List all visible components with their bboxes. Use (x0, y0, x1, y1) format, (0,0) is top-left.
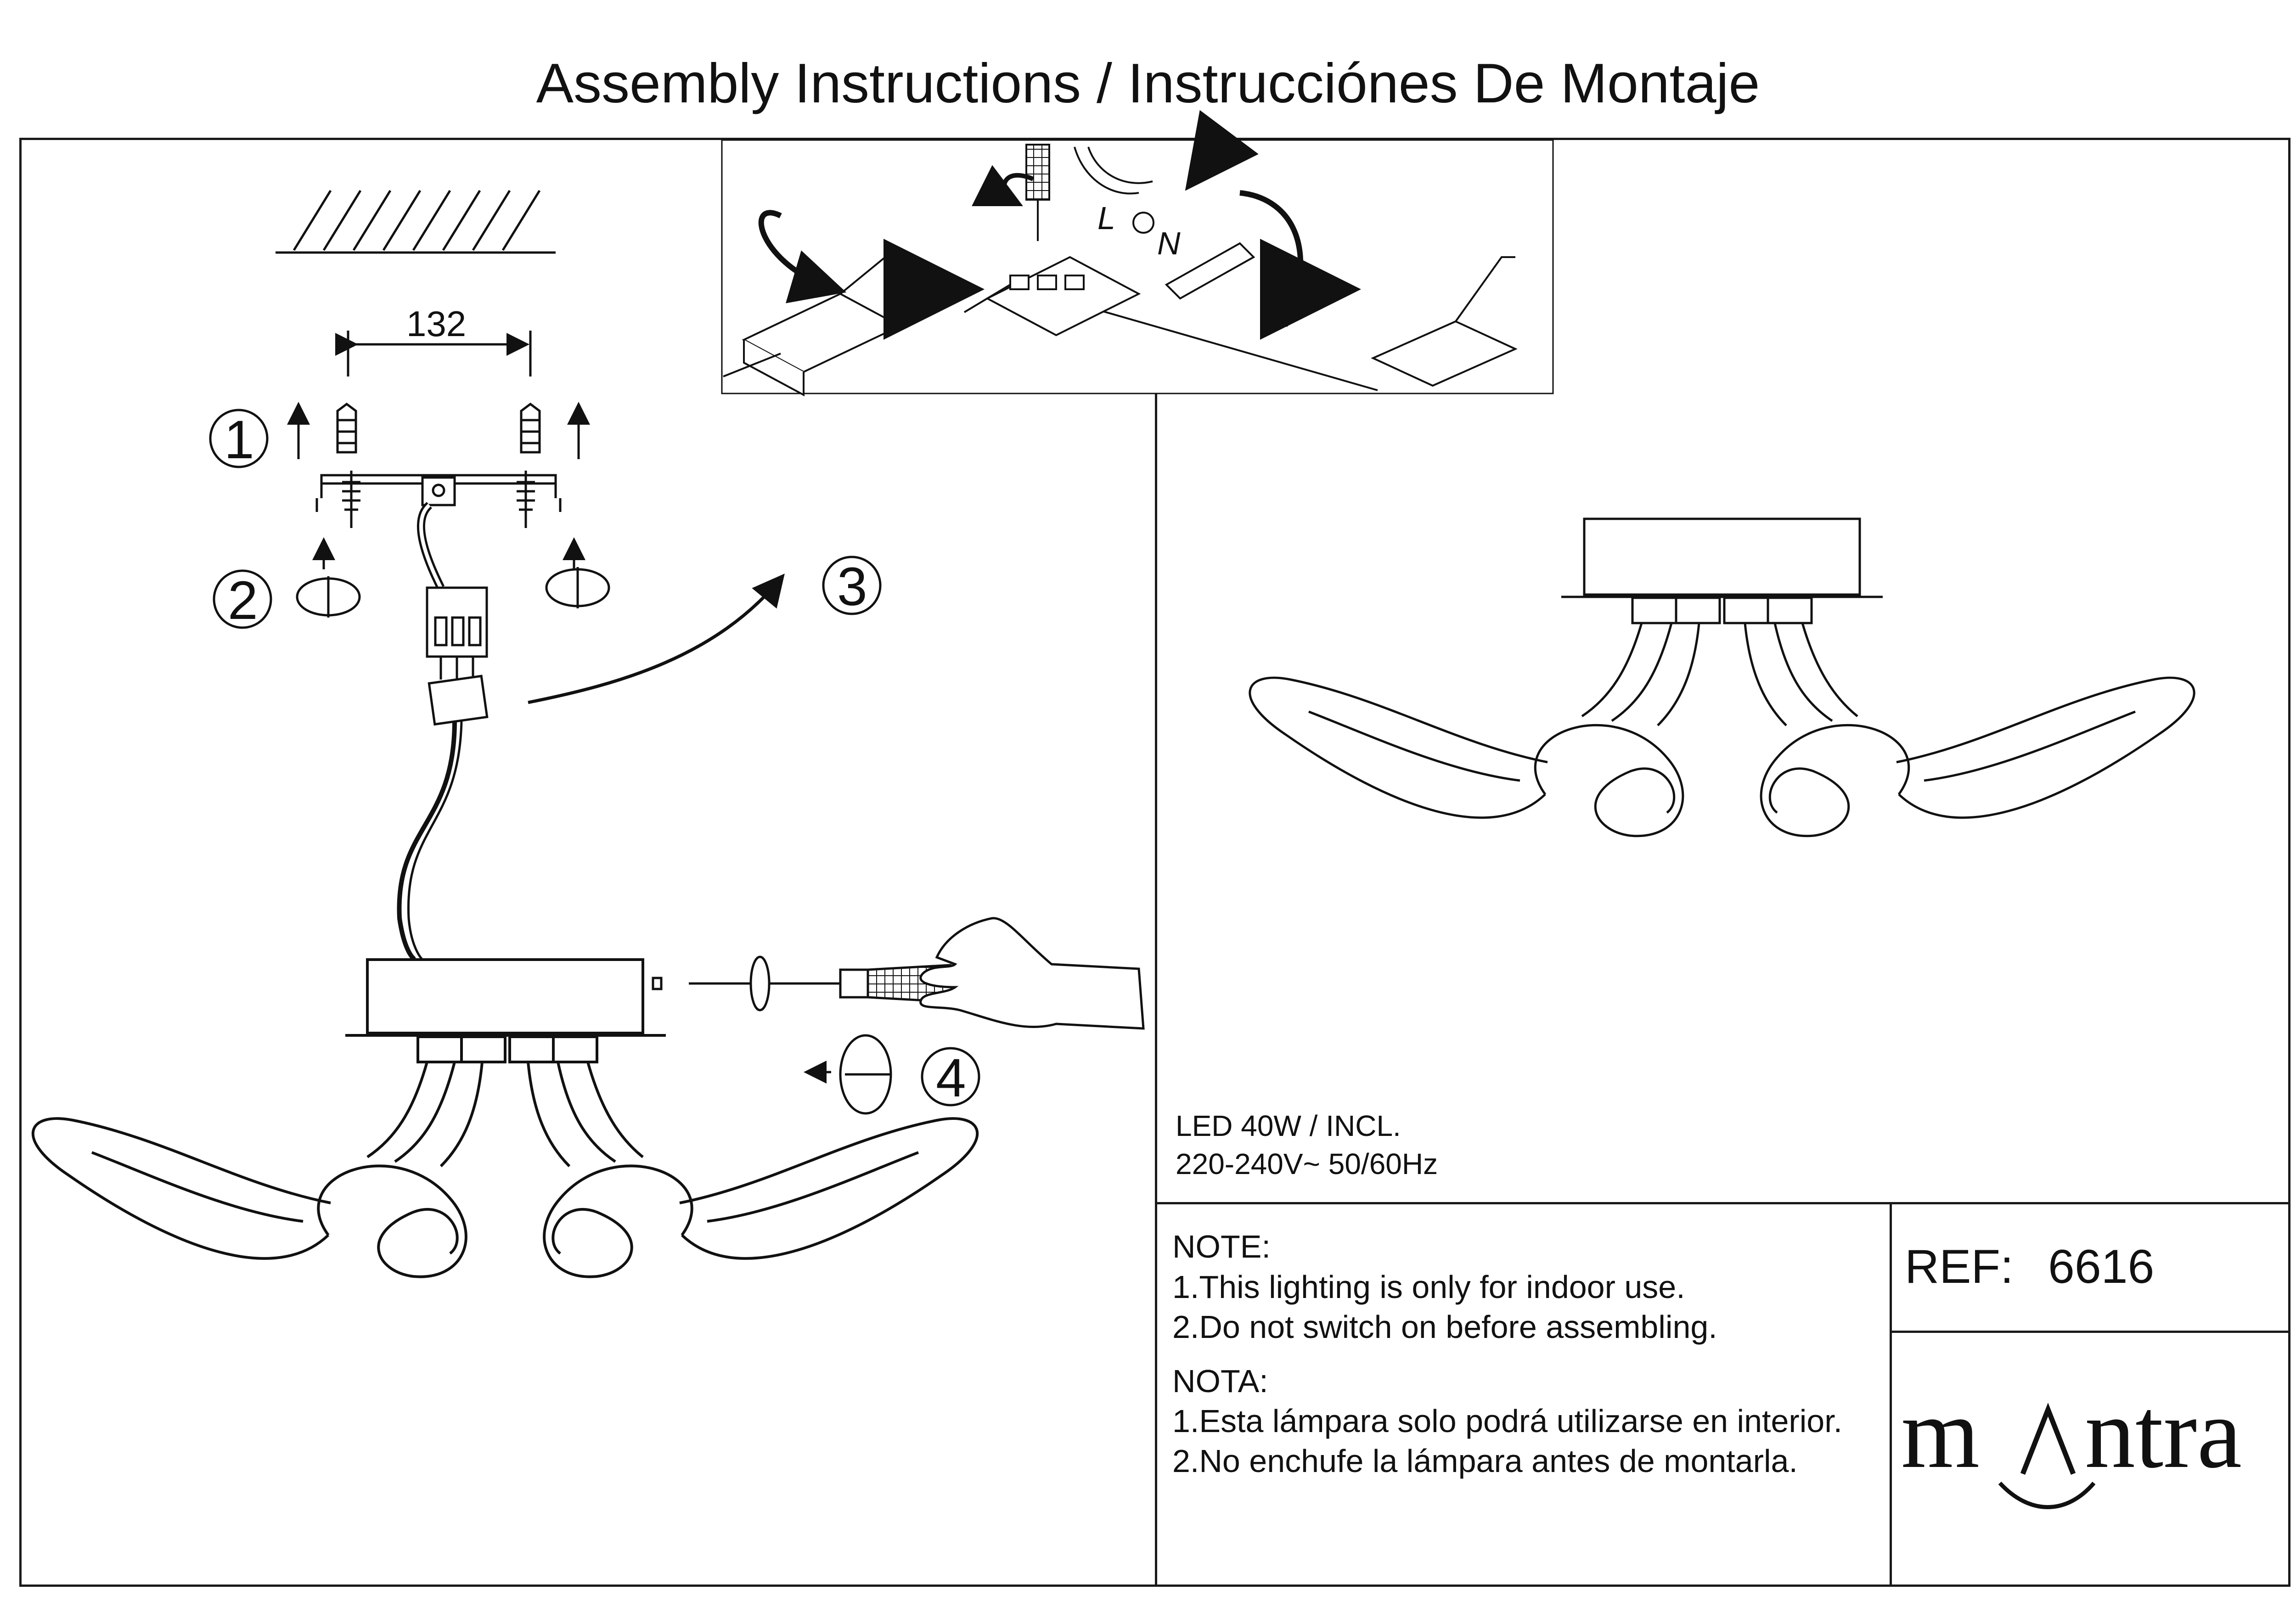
note-es-1: 1.Esta lámpara solo podrá utilizarse en … (1172, 1403, 1843, 1439)
ref-divider-horizontal (1890, 1331, 2289, 1333)
hand-icon (919, 917, 1145, 1030)
rotate-arrow-icon (296, 537, 610, 618)
page-title: Assembly Instructions / Instrucciónes De… (536, 52, 1760, 114)
screwdriver-icon (1025, 144, 1050, 241)
step-2-number: 2 (228, 570, 258, 631)
dimension-line (335, 331, 532, 376)
ref-divider-vertical (1890, 1202, 1892, 1585)
note-es-2: 2.No enchufe la lámpara antes de montarl… (1172, 1443, 1798, 1479)
note-heading-en: NOTE: (1172, 1229, 1271, 1264)
step-1-number: 1 (224, 410, 254, 470)
rotate-arrow-icon (804, 1034, 892, 1115)
note-en-1: 1.This lighting is only for indoor use. (1172, 1269, 1685, 1305)
spec-power: LED 40W / INCL. (1176, 1109, 1401, 1142)
screwdriver-icon (652, 955, 961, 1011)
brand-logo-left: m (1901, 1377, 1980, 1489)
curved-arrow-icon (528, 573, 785, 704)
brand-logo-right: ntra (2085, 1377, 2242, 1489)
neutral-wire-label: N (1157, 225, 1181, 261)
logo-smile (1998, 1481, 2096, 1509)
step-3-number: 3 (837, 556, 867, 617)
ceiling-hatch-icon (276, 190, 556, 254)
lamp-icon (31, 958, 979, 1278)
info-divider-horizontal (1155, 1202, 2289, 1204)
note-en-2: 2.Do not switch on before assembling. (1172, 1309, 1717, 1345)
note-heading-es: NOTA: (1172, 1363, 1268, 1399)
step-4-number: 4 (936, 1048, 966, 1108)
cable-connector (397, 502, 489, 962)
logo-caret (2020, 1402, 2076, 1475)
ref-value: 6616 (2048, 1240, 2155, 1293)
terminal-block-icon (723, 242, 1518, 397)
mounting-bracket (320, 474, 557, 506)
spec-voltage: 220-240V~ 50/60Hz (1176, 1147, 1438, 1180)
ref-label: REF: (1905, 1240, 2014, 1293)
wiring-strip (721, 110, 1554, 397)
step-markers (209, 409, 980, 1107)
wall-plug-icon (287, 402, 590, 459)
instruction-frame (19, 138, 2290, 1587)
screw-icon (315, 471, 562, 528)
lamp-icon (1249, 517, 2195, 837)
dimension-label: 132 (406, 303, 467, 344)
panel-divider-vertical (1155, 388, 1157, 1585)
live-wire-label: L (1097, 200, 1115, 236)
